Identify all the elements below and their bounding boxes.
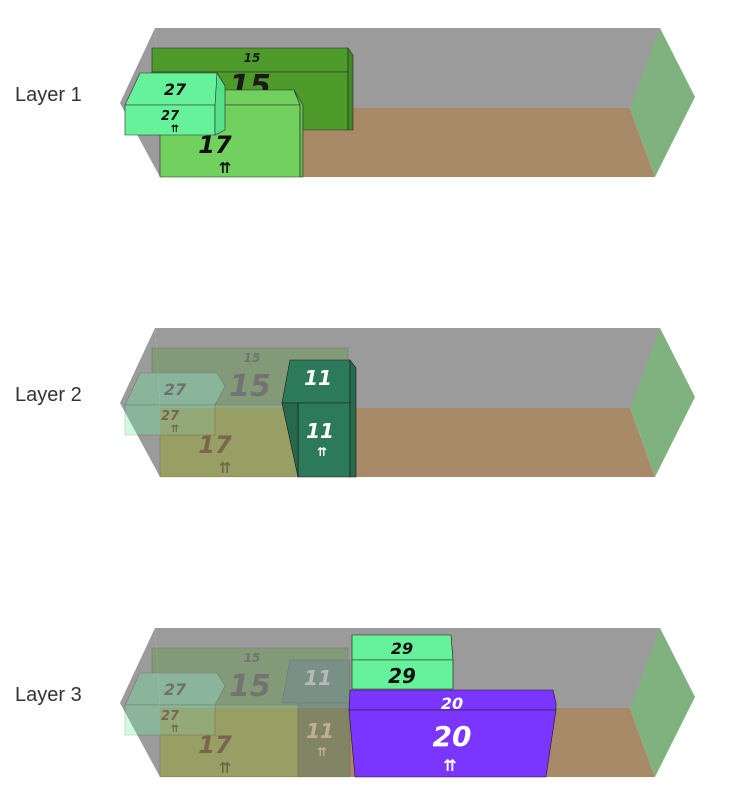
box-11-front-label: 11 — [306, 419, 334, 443]
box-11-ghost-label: 11 — [306, 719, 334, 743]
box-11-ghost: 11 11 ⇈ — [281, 659, 351, 778]
box-20-arrow-icon: ⇈ — [443, 756, 456, 775]
box-11-ghost-arrow-icon: ⇈ — [317, 745, 327, 759]
box-27-ghost-arrow-icon: ⇈ — [171, 724, 179, 735]
box-17-ghost: 17 ⇈ — [159, 404, 301, 478]
layer-2-label: Layer 2 — [15, 384, 82, 406]
container-left-wall — [120, 628, 160, 777]
box-15-ghost-label: 15 — [229, 669, 271, 704]
container-back-wall — [155, 328, 660, 408]
container-left-wall — [120, 328, 160, 477]
layer-1-label: Layer 1 — [15, 84, 82, 106]
box-27-ghost-top-label: 27 — [164, 680, 187, 699]
box-11-top-label: 11 — [304, 366, 332, 390]
box-15-ghost: 15 15 — [151, 647, 349, 731]
box-11-ghost-top-label: 11 — [304, 666, 332, 690]
box-15-ghost-label: 15 — [229, 369, 271, 404]
box-15-top-label: 15 — [244, 51, 261, 65]
box-27-front-label: 27 — [161, 109, 180, 124]
box-27-ghost: 27 27 ⇈ — [124, 672, 226, 736]
box-17-ghost-arrow-icon: ⇈ — [219, 459, 232, 477]
box-29: 29 29 — [351, 634, 454, 690]
layer-2-view: 15 15 17 ⇈ 27 27 ⇈ 11 11 ⇈ — [120, 328, 695, 478]
box-15-ghost-top-label: 15 — [244, 651, 261, 665]
container-end-wall — [630, 28, 695, 177]
box-29-top-label: 29 — [391, 639, 413, 658]
box-20-top-label: 20 — [441, 694, 463, 713]
box-27: 27 27 ⇈ — [124, 72, 226, 136]
layer-3-label: Layer 3 — [15, 684, 82, 706]
layer-3-view: 15 15 17 ⇈ 27 27 ⇈ 11 11 ⇈ 20 20 ⇈ — [120, 628, 695, 778]
box-15-ghost-top-label: 15 — [244, 351, 261, 365]
box-17-label: 17 — [198, 131, 232, 159]
box-27-ghost-label: 27 — [161, 709, 180, 724]
box-17-arrow-icon: ⇈ — [219, 159, 232, 177]
box-17-ghost-label: 17 — [198, 431, 232, 459]
box-11: 11 11 ⇈ — [281, 359, 357, 478]
box-27-ghost-arrow-icon: ⇈ — [171, 424, 179, 435]
box-17-ghost-arrow-icon: ⇈ — [219, 759, 232, 777]
box-17-ghost: 17 ⇈ — [159, 704, 301, 778]
ghost-boxes-lower-layers: 15 15 17 ⇈ 27 27 ⇈ 11 11 ⇈ — [124, 647, 351, 778]
box-27-top-label: 27 — [164, 80, 187, 99]
container-floor — [160, 408, 655, 477]
box-20: 20 20 ⇈ — [348, 689, 557, 778]
box-20-front-label: 20 — [433, 720, 472, 753]
box-27-ghost-label: 27 — [161, 409, 180, 424]
layer-1-view: 15 15 17 ⇈ 27 27 ⇈ — [120, 28, 695, 178]
box-27-arrow-icon: ⇈ — [171, 124, 179, 135]
box-27-ghost-top-label: 27 — [164, 380, 187, 399]
box-17-ghost-label: 17 — [198, 731, 232, 759]
container — [120, 328, 695, 477]
container-end-wall — [630, 628, 695, 777]
box-29-front-label: 29 — [388, 664, 416, 688]
box-27-ghost: 27 27 ⇈ — [124, 372, 226, 436]
box-11-arrow-icon: ⇈ — [317, 445, 327, 459]
container-end-wall — [630, 328, 695, 477]
